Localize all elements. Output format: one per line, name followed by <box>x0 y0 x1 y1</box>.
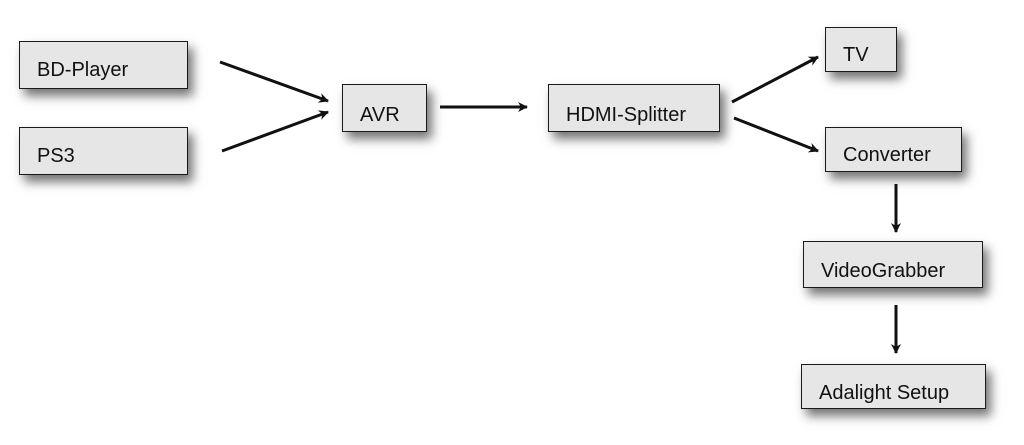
node-hdmi-splitter-label: HDMI-Splitter <box>566 104 687 126</box>
node-videograbber-label: VideoGrabber <box>821 260 946 282</box>
node-videograbber: VideoGrabber <box>803 241 983 288</box>
node-converter: Converter <box>825 127 962 172</box>
node-bd-player: BD-Player <box>19 41 188 89</box>
arrow-hdmi-splitter-to-converter <box>733 116 819 153</box>
node-bd-player-label: BD-Player <box>37 59 129 81</box>
node-avr: AVR <box>342 84 427 132</box>
node-adalight-setup: Adalight Setup <box>801 364 986 409</box>
node-avr-label: AVR <box>360 104 400 126</box>
node-ps3: PS3 <box>19 127 188 175</box>
node-adalight-setup-label: Adalight Setup <box>819 382 950 404</box>
node-tv-label: TV <box>843 44 869 66</box>
node-ps3-label: PS3 <box>37 145 75 167</box>
arrow-ps3-to-avr <box>221 110 329 153</box>
node-tv: TV <box>825 27 897 72</box>
node-converter-label: Converter <box>843 144 931 166</box>
arrow-bdplayer-to-avr <box>219 60 329 103</box>
node-hdmi-splitter: HDMI-Splitter <box>548 84 720 132</box>
arrow-hdmi-splitter-to-tv <box>731 55 819 104</box>
